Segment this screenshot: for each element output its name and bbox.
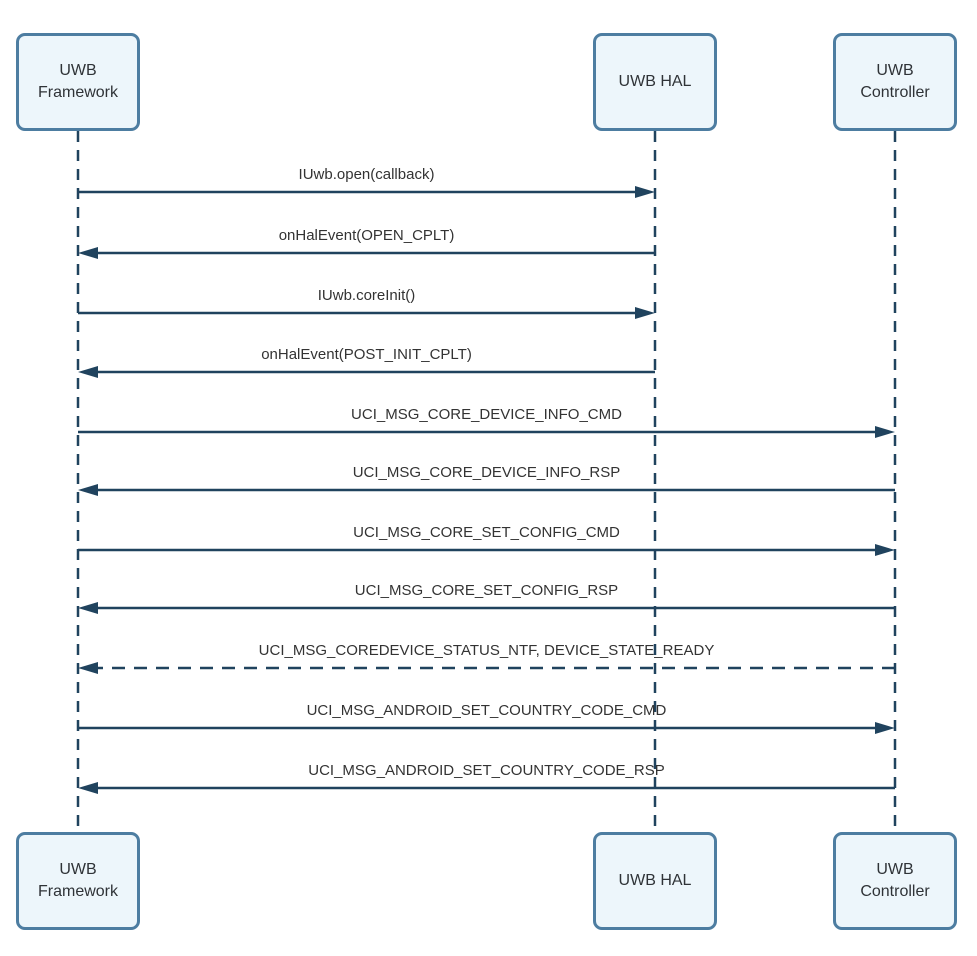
message-label: UCI_MSG_CORE_SET_CONFIG_RSP bbox=[354, 582, 619, 599]
message-label: UCI_MSG_ANDROID_SET_COUNTRY_CODE_CMD bbox=[306, 702, 667, 719]
actor-uwb-framework-label: UWB Framework bbox=[37, 861, 118, 900]
message-label: IUwb.coreInit() bbox=[317, 287, 416, 304]
actor-uwb-framework-bottom: UWB Framework bbox=[16, 832, 140, 930]
message-label: UCI_MSG_CORE_SET_CONFIG_CMD bbox=[353, 524, 620, 541]
arrowhead-icon bbox=[635, 186, 655, 198]
actor-uwb-hal-top: UWB HAL bbox=[593, 33, 717, 131]
arrowhead-icon bbox=[635, 307, 655, 319]
actor-uwb-controller-bottom: UWB Controller bbox=[833, 832, 957, 930]
actor-uwb-framework-label: UWB Framework bbox=[37, 62, 118, 101]
arrowhead-icon bbox=[78, 247, 98, 259]
actor-uwb-framework-top: UWB Framework bbox=[16, 33, 140, 131]
arrowhead-icon bbox=[875, 722, 895, 734]
actor-uwb-hal-label: UWB HAL bbox=[618, 872, 692, 890]
actor-uwb-hal-bottom: UWB HAL bbox=[593, 832, 717, 930]
message-label: UCI_MSG_CORE_DEVICE_INFO_RSP bbox=[352, 464, 621, 481]
arrowhead-icon bbox=[78, 602, 98, 614]
arrowhead-icon bbox=[78, 782, 98, 794]
arrowhead-icon bbox=[78, 366, 98, 378]
arrowhead-icon bbox=[78, 662, 98, 674]
message-label: onHalEvent(POST_INIT_CPLT) bbox=[261, 346, 472, 363]
actor-uwb-hal-label: UWB HAL bbox=[618, 73, 692, 91]
message-label: UCI_MSG_ANDROID_SET_COUNTRY_CODE_RSP bbox=[308, 762, 665, 779]
message-label: onHalEvent(OPEN_CPLT) bbox=[278, 227, 455, 244]
arrowhead-icon bbox=[875, 544, 895, 556]
arrowhead-icon bbox=[78, 484, 98, 496]
message-label: UCI_MSG_CORE_DEVICE_INFO_CMD bbox=[351, 406, 622, 423]
actor-uwb-controller-label: UWB Controller bbox=[860, 861, 930, 900]
message-label: IUwb.open(callback) bbox=[298, 166, 435, 183]
message-label: UCI_MSG_COREDEVICE_STATUS_NTF, DEVICE_ST… bbox=[258, 642, 715, 659]
actor-uwb-controller-top: UWB Controller bbox=[833, 33, 957, 131]
arrowhead-icon bbox=[875, 426, 895, 438]
actor-uwb-controller-label: UWB Controller bbox=[860, 62, 930, 101]
